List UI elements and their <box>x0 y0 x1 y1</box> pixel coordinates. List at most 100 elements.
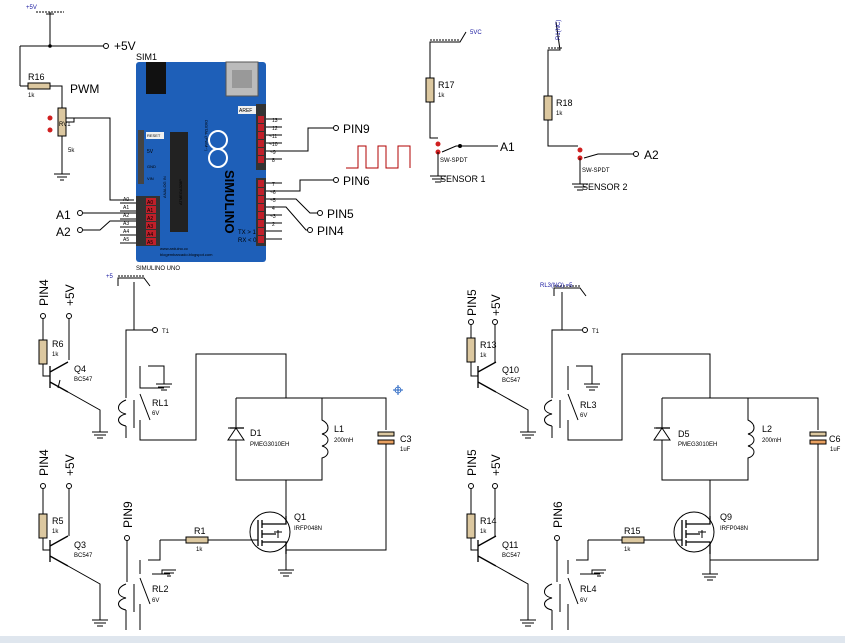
q9-value: IRFP048N <box>720 526 748 532</box>
sensor2-out: A2 <box>644 148 659 162</box>
pin9-label: PIN9 <box>343 122 370 136</box>
pwm-potentiometer: PWM RV1 5k <box>47 82 134 201</box>
dig-pin-11: ~11 <box>269 134 277 140</box>
r13-value: 1k <box>480 353 487 359</box>
rl2-value: 6V <box>152 598 159 604</box>
sensor1-out: A1 <box>500 140 515 154</box>
dig-pin-10: ~10 <box>269 142 278 148</box>
d5-ref: D5 <box>678 429 690 439</box>
analog-pin-a5: A5 <box>147 240 153 246</box>
rl2-ref: RL2 <box>152 584 169 594</box>
dig-pin-tx: TX > 1 <box>238 230 257 236</box>
r6-ref: R6 <box>52 339 64 349</box>
power-pin-vin: VIN <box>147 176 154 181</box>
board-name: SIMULINO UNO <box>136 266 180 272</box>
pwm-waveform <box>346 145 411 169</box>
chip-label: ATMEGA328P <box>178 179 183 205</box>
d5-value: PMEG3010EH <box>678 442 717 448</box>
dig-pin-8: 8 <box>272 158 275 164</box>
q4-value: BC547 <box>74 377 93 383</box>
dig-pin-6: ~6 <box>270 190 276 196</box>
v5-top-label: +5V <box>26 5 37 11</box>
rc-v5-label: +5V <box>489 294 503 316</box>
analog-out-a1: A1 <box>123 205 129 211</box>
a1-input-label: A1 <box>56 208 71 222</box>
dig-pin-4: 4 <box>272 206 275 212</box>
c3-ref: C3 <box>400 434 412 444</box>
sensor2-supply: R1(NC) <box>556 20 562 40</box>
rl4-ref: RL4 <box>580 584 597 594</box>
rl3-value: 6V <box>580 413 587 419</box>
pin6-net: PIN6 <box>266 174 370 192</box>
r15-value: 1k <box>624 547 631 553</box>
q9-ref: Q9 <box>720 512 732 522</box>
relay1-supply: +5 <box>106 274 114 280</box>
rc-pin5b-label: PIN5 <box>465 449 479 476</box>
r15-ref: R15 <box>624 526 641 536</box>
pot-value: 5k <box>68 148 75 154</box>
q11-ref: Q11 <box>502 540 518 550</box>
l1-ref: L1 <box>334 424 344 434</box>
arduino-ref: SIM1 <box>136 52 157 62</box>
analog-out-a5: A5 <box>123 237 129 243</box>
r18-value: 1k <box>556 111 563 117</box>
sensor2-name: SENSOR 2 <box>582 182 628 192</box>
left-circuit: PIN4 +5V R6 1k Q4 BC547 +5 T1 RL1 6V D1 … <box>37 274 412 630</box>
a2-input: A2 <box>56 220 136 239</box>
analog-outside-labels: A0 A1 A2 A3 A4 A5 <box>120 197 136 244</box>
rl4-value: 6V <box>580 598 587 604</box>
r1-value: 1k <box>196 547 203 553</box>
pin5-net: PIN5 <box>266 198 354 221</box>
lc-v5-label: +5V <box>63 284 77 306</box>
analog-out-a3: A3 <box>123 221 129 227</box>
sensor2-sw: SW-SPDT <box>582 168 610 174</box>
lc-v5b-label: +5V <box>63 454 77 476</box>
r6-value: 1k <box>52 352 59 358</box>
q1-value: IRFP048N <box>294 526 322 532</box>
r17-value: 1k <box>438 93 445 99</box>
r5-value: 1k <box>52 529 59 535</box>
rc-v5b-label: +5V <box>489 454 503 476</box>
rc-t1-label: T1 <box>592 329 600 335</box>
bottom-scroll-strip[interactable] <box>0 636 845 643</box>
dig-pin-3: ~3 <box>270 214 276 220</box>
q10-ref: Q10 <box>502 365 519 375</box>
dig-pin-5: ~5 <box>270 198 276 204</box>
dig-pin-rx: RX < 0 <box>238 238 257 244</box>
aref-pin: AREF <box>239 108 252 114</box>
sensor1-supply: 5VC <box>470 30 482 36</box>
dig-pin-9: ~9 <box>270 150 276 156</box>
sensor1: 5VC R17 1k A1 SW-SPDT SENSOR 1 <box>425 30 515 184</box>
sensor1-sw: SW-SPDT <box>440 158 468 164</box>
dig-pin-2: 2 <box>272 222 275 228</box>
r16-ref: R16 <box>28 72 45 82</box>
analog-pin-a4: A4 <box>147 232 153 238</box>
l2-value: 200mH <box>762 438 781 444</box>
r18-ref: R18 <box>556 98 573 108</box>
d1-ref: D1 <box>250 428 262 438</box>
q1-ref: Q1 <box>294 512 306 522</box>
d1-value: PMEG3010EH <box>250 442 289 448</box>
r17-ref: R17 <box>438 80 455 90</box>
rc-pin5-label: PIN5 <box>465 289 479 316</box>
board-logo-text: SIMULINO <box>222 170 237 234</box>
analog-pin-a3: A3 <box>147 224 153 230</box>
pot-ref: RV1 <box>59 122 71 128</box>
power-pin-5v: 5V <box>147 149 154 155</box>
power-pin-gnd: GND <box>147 164 156 169</box>
q3-value: BC547 <box>74 553 93 559</box>
analog-out-a0: A0 <box>123 197 129 203</box>
board-url1: www.arduino.cc <box>160 246 188 251</box>
pin6-label: PIN6 <box>343 174 370 188</box>
analog-pins: A0 A1 A2 A3 A4 A5 <box>146 198 156 246</box>
dig-pin-13: 13 <box>272 118 278 124</box>
sensor1-name: SENSOR 1 <box>440 174 486 184</box>
r1-ref: R1 <box>194 526 206 536</box>
lc-pin9-label: PIN9 <box>121 501 135 528</box>
analog-out-a2: A2 <box>123 213 129 219</box>
c6-value: 1uF <box>830 447 841 453</box>
rc-pin6-label: PIN6 <box>551 501 565 528</box>
analog-pin-a0: A0 <box>147 200 153 206</box>
r14-ref: R14 <box>480 516 497 526</box>
pin9-net: PIN9 <box>266 122 370 152</box>
